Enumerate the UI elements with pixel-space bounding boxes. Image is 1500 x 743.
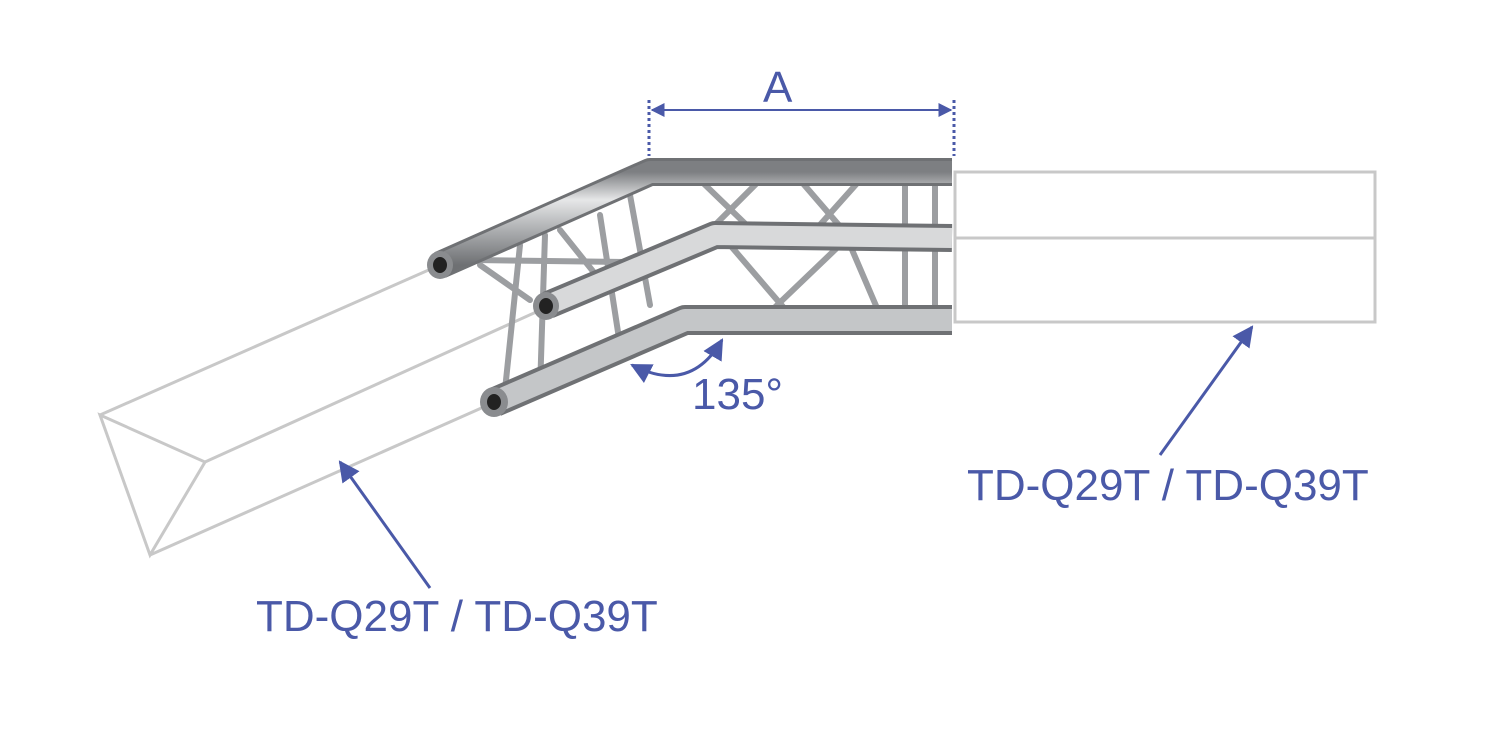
- tube-ends: [427, 251, 559, 417]
- angle-label: 135°: [692, 370, 784, 419]
- leader-arrow-right: [1158, 325, 1254, 456]
- dimension-a: [647, 100, 956, 156]
- connection-label-left: TD-Q29T / TD-Q39T: [256, 592, 658, 641]
- leader-arrow-left: [338, 460, 432, 589]
- truss-chords: [434, 158, 953, 416]
- connection-label-right: TD-Q29T / TD-Q39T: [967, 461, 1369, 510]
- angle-arc: [630, 338, 724, 384]
- dimension-a-label: A: [763, 63, 793, 112]
- ghost-truss-left: [97, 263, 546, 559]
- ghost-truss-right: [953, 170, 1377, 324]
